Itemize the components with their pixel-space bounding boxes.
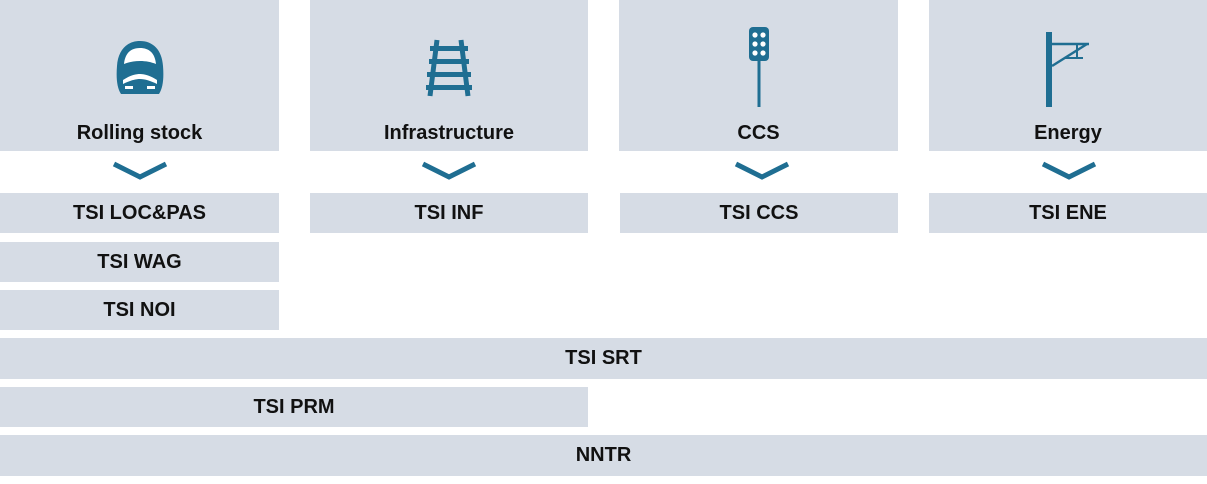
chevron-down-icon [1041,161,1097,180]
category-ccs: CCS [619,0,898,151]
category-title: Infrastructure [383,122,515,144]
chevron-down-icon [734,161,790,180]
category-rolling-stock: Rolling stock [0,0,279,151]
tsi-loc-pas-box: TSI LOC&PAS [0,193,279,233]
train-icon [0,38,279,98]
category-energy: Energy [929,0,1207,151]
rail-track-icon [310,38,588,98]
catenary-mast-icon [929,32,1207,108]
category-title: Rolling stock [76,122,203,144]
tsi-inf-box: TSI INF [310,193,588,233]
tsi-ene-box: TSI ENE [929,193,1207,233]
category-infrastructure: Infrastructure [310,0,588,151]
tsi-noi-box: TSI NOI [0,290,279,330]
tsi-ccs-box: TSI CCS [620,193,898,233]
tsi-srt-box: TSI SRT [0,338,1207,379]
category-title: CCS [737,122,780,144]
nntr-box: NNTR [0,435,1207,476]
tsi-prm-box: TSI PRM [0,387,588,427]
signal-light-icon [619,26,898,108]
category-title: Energy [1034,122,1102,144]
chevron-down-icon [112,161,168,180]
tsi-wag-box: TSI WAG [0,242,279,282]
chevron-down-icon [421,161,477,180]
